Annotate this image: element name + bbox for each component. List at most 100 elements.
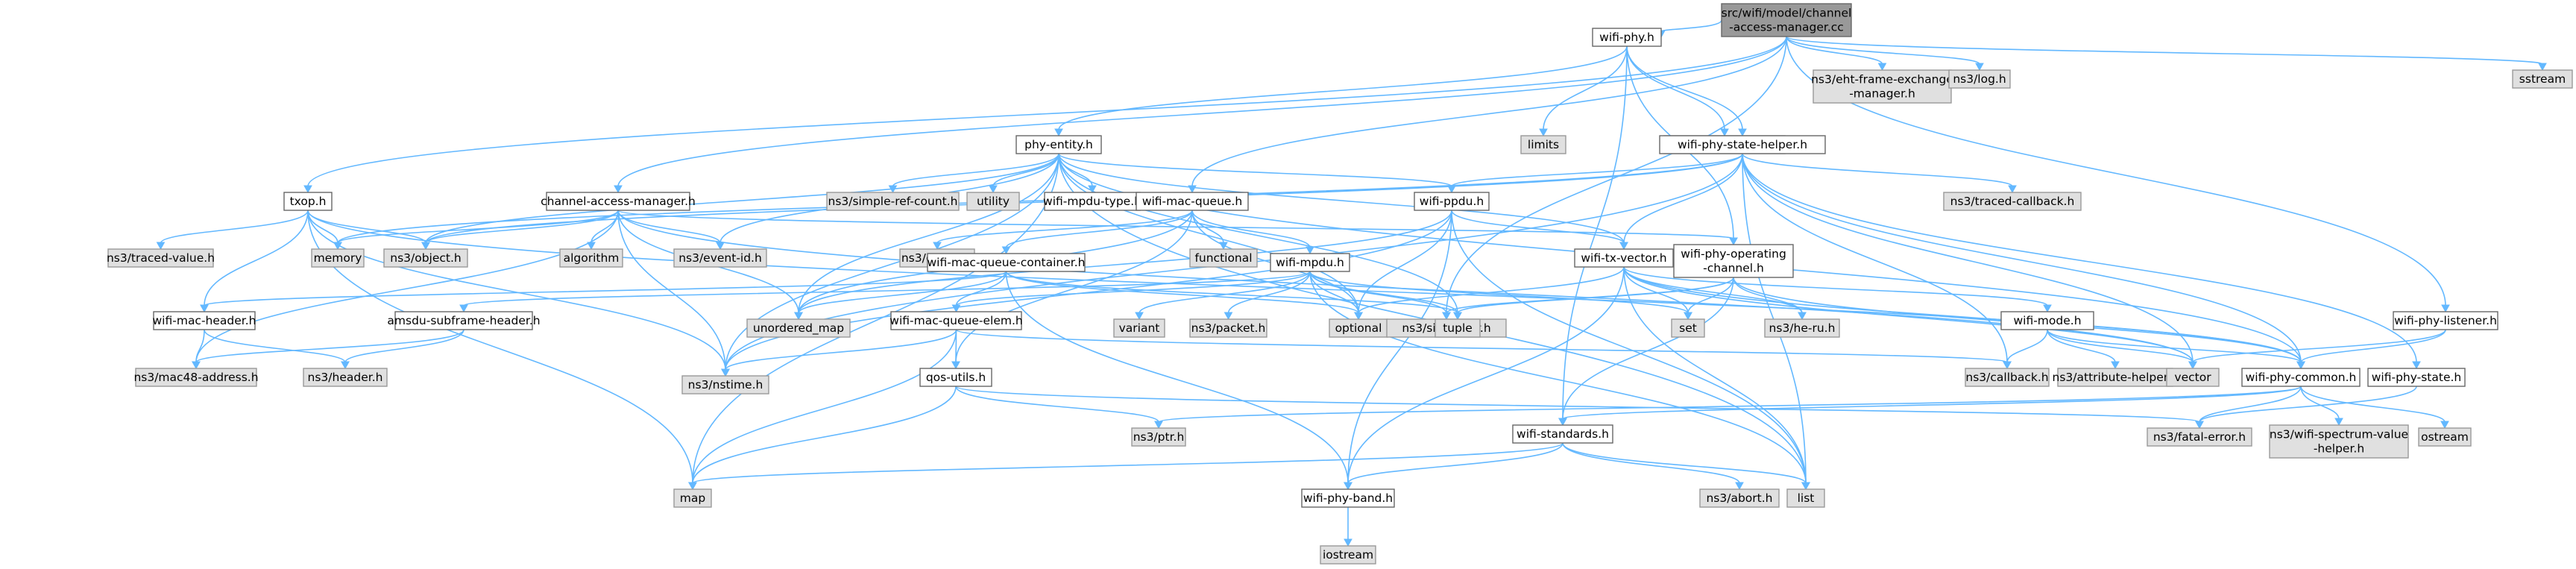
node-func: functional <box>1189 248 1258 268</box>
node-abort: ns3/abort.h <box>1699 488 1780 508</box>
node-heru: ns3/he-ru.h <box>1764 318 1840 338</box>
nodes-layer: src/wifi/model/channel-access-manager.cc… <box>107 3 2573 565</box>
include-edge-qcont-to-band <box>1005 271 1352 491</box>
include-edge-cam-to-poc <box>617 210 1738 246</box>
node-amsdu-label: amsdu-subframe-header.h <box>387 314 540 327</box>
include-edge-wmode-to-vec <box>2047 329 2197 370</box>
include-edge-mpdu-to-var <box>1135 271 1311 321</box>
node-set-label: set <box>1679 321 1697 335</box>
include-edge-src-to-phy <box>1657 19 1722 39</box>
include-edge-wmode-to-attr <box>2047 329 2120 370</box>
node-src-label: src/wifi/model/channel <box>1722 7 1852 20</box>
node-opt-label: optional <box>1335 321 1382 335</box>
include-edge-qos-to-ptr <box>955 386 1163 430</box>
include-edge-cam-to-mem <box>333 210 619 251</box>
node-func-label: functional <box>1194 251 1252 265</box>
include-edge-pcom-to-std <box>1558 386 2302 427</box>
node-amsdu[interactable]: amsdu-subframe-header.h <box>387 311 541 330</box>
node-phy[interactable]: wifi-phy.h <box>1592 28 1662 47</box>
node-wmode-label: wifi-mode.h <box>2013 314 2081 327</box>
include-edge-pent-to-obj <box>421 153 1059 251</box>
node-mem-label: memory <box>314 251 362 265</box>
node-hdr: ns3/header.h <box>303 368 388 387</box>
node-phy-label: wifi-phy.h <box>1599 31 1654 44</box>
node-pcom[interactable]: wifi-phy-common.h <box>2241 368 2361 387</box>
include-edge-src-to-txop <box>303 36 1787 194</box>
include-edge-src-to-log <box>1786 36 1984 72</box>
node-mpdu[interactable]: wifi-mpdu.h <box>1270 253 1350 272</box>
node-tup: tuple <box>1435 318 1481 338</box>
include-edge-amsdu-to-hdr <box>341 329 465 370</box>
node-mpt[interactable]: wifi-mpdu-type.h <box>1043 192 1141 211</box>
node-obj-label: ns3/object.h <box>390 251 462 265</box>
node-map-label: map <box>680 491 705 505</box>
include-edge-txop-to-obj <box>307 210 430 251</box>
node-txop-label: txop.h <box>290 195 327 208</box>
node-cam[interactable]: channel-access-manager.h <box>541 192 696 211</box>
include-edge-phy-to-lim <box>1539 45 1628 137</box>
node-evid-label: ns3/event-id.h <box>678 251 762 265</box>
node-tval: ns3/traced-value.h <box>107 248 215 268</box>
node-ehtf-label: -manager.h <box>1849 87 1915 101</box>
node-abort-label: ns3/abort.h <box>1706 491 1772 505</box>
include-edge-amsdu-to-m48 <box>192 329 465 370</box>
include-edge-phy-to-psh <box>1626 45 1747 137</box>
node-mem: memory <box>311 248 365 268</box>
include-edge-pcom-to-ptr <box>1154 386 2302 430</box>
node-pl[interactable]: wifi-phy-listener.h <box>2393 311 2498 330</box>
node-wmode[interactable]: wifi-mode.h <box>2000 311 2094 330</box>
node-pent[interactable]: phy-entity.h <box>1015 135 1102 154</box>
node-qelem[interactable]: wifi-mac-queue-elem.h <box>889 311 1023 330</box>
node-psh[interactable]: wifi-phy-state-helper.h <box>1659 135 1826 154</box>
include-edge-qelem-to-nst <box>721 329 957 377</box>
node-txop[interactable]: txop.h <box>283 192 333 211</box>
include-edge-src-to-ehtf <box>1786 36 1887 72</box>
node-std[interactable]: wifi-standards.h <box>1512 424 1613 444</box>
node-list: list <box>1786 488 1825 508</box>
node-qcont[interactable]: wifi-mac-queue-container.h <box>927 253 1086 272</box>
node-mhdr-label: wifi-mac-header.h <box>153 314 256 327</box>
node-txv[interactable]: wifi-tx-vector.h <box>1574 248 1674 268</box>
node-src: src/wifi/model/channel-access-manager.cc <box>1721 3 1852 37</box>
node-src-label: -access-manager.cc <box>1729 21 1844 34</box>
node-pst[interactable]: wifi-phy-state.h <box>2367 368 2466 387</box>
node-vec-label: vector <box>2174 371 2211 384</box>
node-band[interactable]: wifi-phy-band.h <box>1301 488 1395 508</box>
include-edge-psh-to-tcb <box>1742 153 2017 194</box>
node-fatal-label: ns3/fatal-error.h <box>2153 430 2246 444</box>
node-list-label: list <box>1798 491 1815 505</box>
node-tcb: ns3/traced-callback.h <box>1943 192 2082 211</box>
include-edge-pent-to-ppdu <box>1058 153 1456 194</box>
node-wmq[interactable]: wifi-mac-queue.h <box>1136 192 1249 211</box>
node-sval: ns3/wifi-spectrum-value-helper.h <box>2269 424 2409 459</box>
node-ppdu[interactable]: wifi-ppdu.h <box>1414 192 1490 211</box>
include-edge-qcont-to-mhdr <box>200 271 1007 313</box>
node-pent-label: phy-entity.h <box>1024 138 1093 151</box>
node-pkt: ns3/packet.h <box>1189 318 1267 338</box>
include-edge-pl-to-vec <box>2188 329 2446 370</box>
node-txv-label: wifi-tx-vector.h <box>1581 251 1666 265</box>
node-alg: algorithm <box>559 248 623 268</box>
include-edge-ppdu-to-txv <box>1451 210 1628 251</box>
node-ehtf: ns3/eht-frame-exchange-manager.h <box>1811 69 1953 104</box>
include-edge-txop-to-mhdr <box>200 210 309 313</box>
node-pkt-label: ns3/packet.h <box>1191 321 1266 335</box>
node-log: ns3/log.h <box>1948 69 2011 89</box>
node-mhdr[interactable]: wifi-mac-header.h <box>153 311 256 330</box>
node-poc[interactable]: wifi-phy-operating-channel.h <box>1673 244 1794 278</box>
node-obj: ns3/object.h <box>383 248 468 268</box>
node-qos-label: qos-utils.h <box>926 371 986 384</box>
node-sval-label: -helper.h <box>2314 442 2364 456</box>
node-tcb-label: ns3/traced-callback.h <box>1950 195 2075 208</box>
include-edge-txv-to-band <box>1344 266 1625 491</box>
include-edge-mpdu-to-amsdu <box>459 271 1311 313</box>
include-edge-txop-to-tval <box>156 210 309 251</box>
include-edge-qcont-to-umap <box>794 271 1007 321</box>
node-util: utility <box>966 192 1020 211</box>
node-m48-label: ns3/mac48-address.h <box>133 371 258 384</box>
include-edge-pcom-to-ostr <box>2300 386 2449 430</box>
node-ios-label: iostream <box>1323 548 1373 562</box>
include-edge-src-to-cam <box>614 36 1787 194</box>
node-m48: ns3/mac48-address.h <box>133 368 259 387</box>
node-qos[interactable]: qos-utils.h <box>919 368 992 387</box>
